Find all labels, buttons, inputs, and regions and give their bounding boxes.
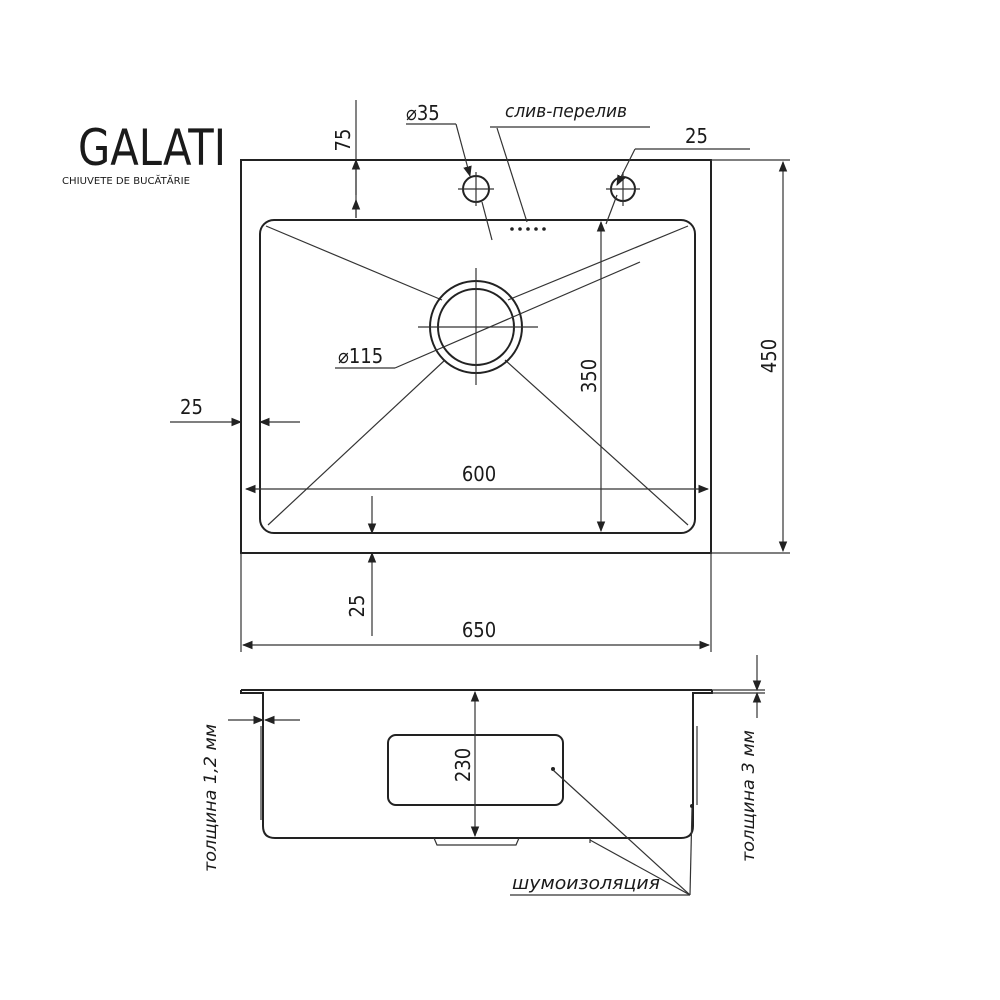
dim-drain-label: ⌀115 <box>338 344 383 368</box>
side-view: 230 толщина 1,2 мм толщина 3 мм шумоизол… <box>201 655 765 896</box>
bowl-profile <box>240 690 713 839</box>
dim-inner-width: 600 <box>244 462 710 494</box>
brand-name: GALATI <box>78 119 226 177</box>
drain <box>418 268 538 385</box>
dim-side-hole: 25 <box>605 124 750 225</box>
thickness-right-label: толщина 3 мм <box>739 730 759 862</box>
dim-left-margin: 25 <box>170 395 300 427</box>
dim-top-offset-label: 75 <box>331 129 355 152</box>
side-hole <box>606 172 640 206</box>
overflow-dots <box>510 227 546 231</box>
overflow-label: слив-перелив <box>505 101 627 122</box>
tap-hole <box>458 172 494 206</box>
top-view: 75 ⌀35 слив-перелив 25 ⌀115 <box>170 100 790 652</box>
dim-top-offset: 75 <box>331 100 361 218</box>
dim-outer-width: 650 <box>240 553 712 652</box>
dim-outer-width-label: 650 <box>462 618 496 642</box>
dim-tap-hole-label: ⌀35 <box>406 101 440 125</box>
dim-inner-height-label: 350 <box>577 359 601 393</box>
brand-logo: GALATI CHIUVETE DE BUCĂTĂRIE <box>62 119 226 187</box>
dim-tap-hole: ⌀35 <box>406 101 493 241</box>
thickness-left-label: толщина 1,2 мм <box>201 724 221 872</box>
dim-inner-height: 350 <box>577 220 606 533</box>
dim-outer-height: 450 <box>711 159 790 554</box>
dim-thickness-left: толщина 1,2 мм <box>201 715 300 872</box>
dim-depth-label: 230 <box>451 748 475 782</box>
dim-inner-width-label: 600 <box>462 462 496 486</box>
dim-drain: ⌀115 <box>335 261 641 369</box>
noise-insulation-label: шумоизоляция <box>512 873 660 894</box>
dim-bottom-margin: 25 <box>345 496 377 636</box>
dim-outer-height-label: 450 <box>757 339 781 373</box>
dim-depth: 230 <box>451 690 480 838</box>
dim-left-margin-label: 25 <box>180 395 203 419</box>
dim-thickness-right: толщина 3 мм <box>712 655 765 862</box>
overflow-callout: слив-перелив <box>490 101 650 223</box>
outer-outline <box>240 159 712 554</box>
noise-insulation-callout: шумоизоляция <box>510 769 693 896</box>
dim-side-hole-label: 25 <box>685 124 708 148</box>
dim-bottom-margin-label: 25 <box>345 595 369 618</box>
bowl-outline <box>259 219 696 534</box>
brand-tagline: CHIUVETE DE BUCĂTĂRIE <box>62 174 190 187</box>
